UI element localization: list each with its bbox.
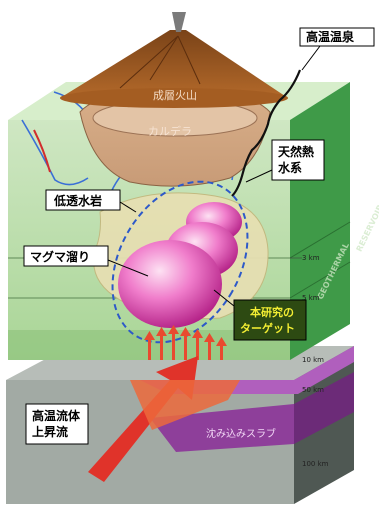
side-watermark-text: RESERVOIR: [355, 203, 379, 253]
callout-box: [233, 299, 307, 341]
fluid-label-2: 上昇流: [32, 424, 68, 439]
upflow-fan: [130, 380, 240, 430]
slab-side: [294, 372, 354, 444]
caldera-label: カルデラ: [148, 124, 192, 138]
depth-100km: 100 km: [302, 460, 329, 468]
callout-box: [23, 245, 109, 267]
fault-crack-red: [33, 129, 51, 173]
arrow: [168, 325, 179, 360]
magma-lobe-main: [118, 240, 222, 328]
depth-10km: 10 km: [302, 356, 324, 364]
arrow: [192, 329, 203, 360]
callout-box: [299, 27, 375, 47]
callout-leader: [213, 289, 235, 307]
low-permeability-callout: 低透水岩: [45, 189, 137, 213]
target-label-1: 本研究の: [250, 305, 294, 319]
magma-boundary: [111, 180, 249, 344]
magma-label: マグマ溜り: [30, 249, 90, 264]
volcano-ridges: [119, 35, 201, 89]
geothermal-callout: 天然熱 水系: [245, 139, 325, 183]
arrow: [144, 331, 155, 360]
fault-crack: [231, 69, 302, 197]
arrow: [156, 327, 167, 360]
caldera: カルデラ: [79, 87, 271, 187]
fluid-label-1: 高温流体: [32, 408, 81, 423]
arrow: [216, 337, 227, 360]
geothermal-label-2: 水系: [278, 160, 302, 175]
callout-leader: [119, 201, 137, 213]
callout-leader: [245, 169, 273, 183]
hot-spring-callout: 高温温泉: [299, 27, 375, 71]
depth-5km: 5 km: [302, 294, 320, 302]
volcano-label: 成層火山: [153, 89, 197, 102]
magma-callout: マグマ溜り: [23, 245, 149, 277]
geothermal-label-1: 天然熱: [278, 144, 314, 159]
callout-leader: [301, 45, 321, 71]
hot-spring-label: 高温温泉: [306, 29, 355, 44]
magma-chamber: [111, 180, 249, 344]
fluid-callout: 高温流体 上昇流: [25, 403, 89, 445]
low-permeability-label: 低透水岩: [53, 193, 102, 208]
target-label-2: ターゲット: [240, 321, 295, 335]
rising-fluid-arrows: [144, 325, 227, 360]
callout-box: [45, 189, 121, 211]
arrow: [204, 333, 215, 360]
side-layer-line: [289, 261, 351, 299]
volcano-base: [60, 88, 288, 108]
volcano-cone: [60, 30, 288, 98]
callout-box: [271, 139, 325, 181]
target-callout: 本研究の ターゲット: [213, 289, 307, 341]
stratovolcano: 成層火山: [60, 12, 288, 108]
arrow: [180, 327, 191, 360]
slab-label: 沈み込みスラブ: [206, 427, 276, 440]
callout-box: [25, 403, 89, 445]
callout-leader: [107, 259, 149, 277]
eruption-plume: [172, 12, 186, 32]
side-layer-line: [289, 221, 351, 259]
depth-50km: 50 km: [302, 386, 324, 394]
depth-3km: 3 km: [302, 254, 320, 262]
flow-path-left: [21, 119, 89, 186]
